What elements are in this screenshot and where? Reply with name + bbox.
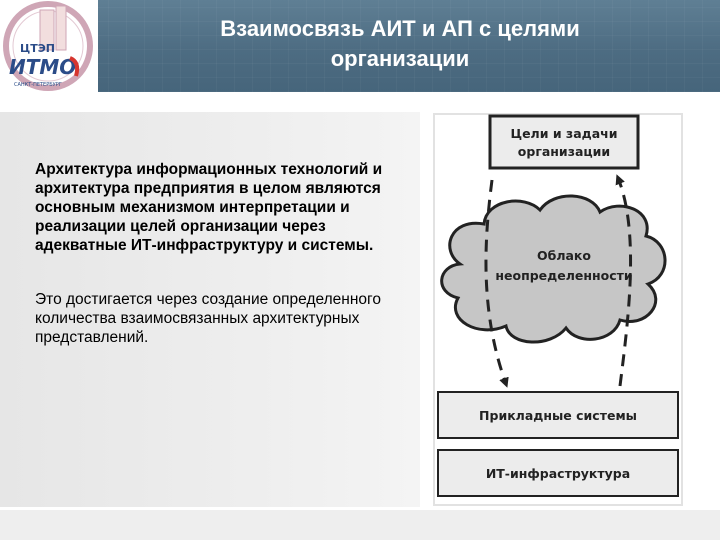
cloud-label-line-1: Облако — [537, 248, 591, 263]
arrow-goals-to-apps — [484, 179, 509, 388]
header-band: ЦТЭП ИТМО САНКТ-ПЕТЕРБУРГ Взаимосвязь АИ… — [0, 0, 720, 92]
slide-title-line-2: организации — [330, 46, 470, 71]
infra-box — [437, 449, 679, 497]
logo-bottom-text: САНКТ-ПЕТЕРБУРГ — [14, 82, 62, 88]
logo-accent-stroke — [69, 56, 80, 77]
apps-label: Прикладные системы — [479, 408, 637, 423]
goals-label-line-1: Цели и задачи — [510, 126, 617, 141]
slide-title: Взаимосвязь АИТ и АП с целями организаци… — [150, 14, 650, 74]
slide-title-line-1: Взаимосвязь АИТ и АП с целями — [220, 16, 580, 41]
goals-box — [488, 114, 640, 170]
header-map-texture — [0, 0, 720, 92]
goals-label-line-2: организации — [518, 144, 610, 159]
footer-band — [0, 510, 720, 540]
logo-tower-2 — [55, 5, 67, 51]
uncertainty-cloud — [440, 194, 667, 344]
cloud-label-line-2: неопределенности — [495, 268, 632, 283]
paragraph-representations: Это достигается через создание определен… — [35, 291, 381, 346]
logo-main-text: ИТМО — [9, 55, 76, 79]
relationship-diagram: Цели и задачи организации Облако неопред… — [433, 113, 683, 506]
logo-tower — [39, 9, 55, 51]
infra-label: ИТ-инфраструктура — [486, 466, 630, 481]
arrow-apps-to-goals — [615, 174, 633, 387]
itmo-logo: ЦТЭП ИТМО САНКТ-ПЕТЕРБУРГ — [0, 0, 98, 92]
paragraph-architecture: Архитектура информационных технологий и … — [35, 161, 383, 254]
body-text: Архитектура информационных технологий и … — [35, 160, 405, 347]
left-text-panel — [0, 112, 420, 507]
logo-ring — [3, 1, 93, 91]
logo-top-text: ЦТЭП — [20, 42, 55, 55]
diagram-frame — [433, 113, 683, 506]
logo-emblem-icon: ЦТЭП ИТМО САНКТ-ПЕТЕРБУРГ — [3, 1, 93, 91]
apps-box — [437, 391, 679, 439]
